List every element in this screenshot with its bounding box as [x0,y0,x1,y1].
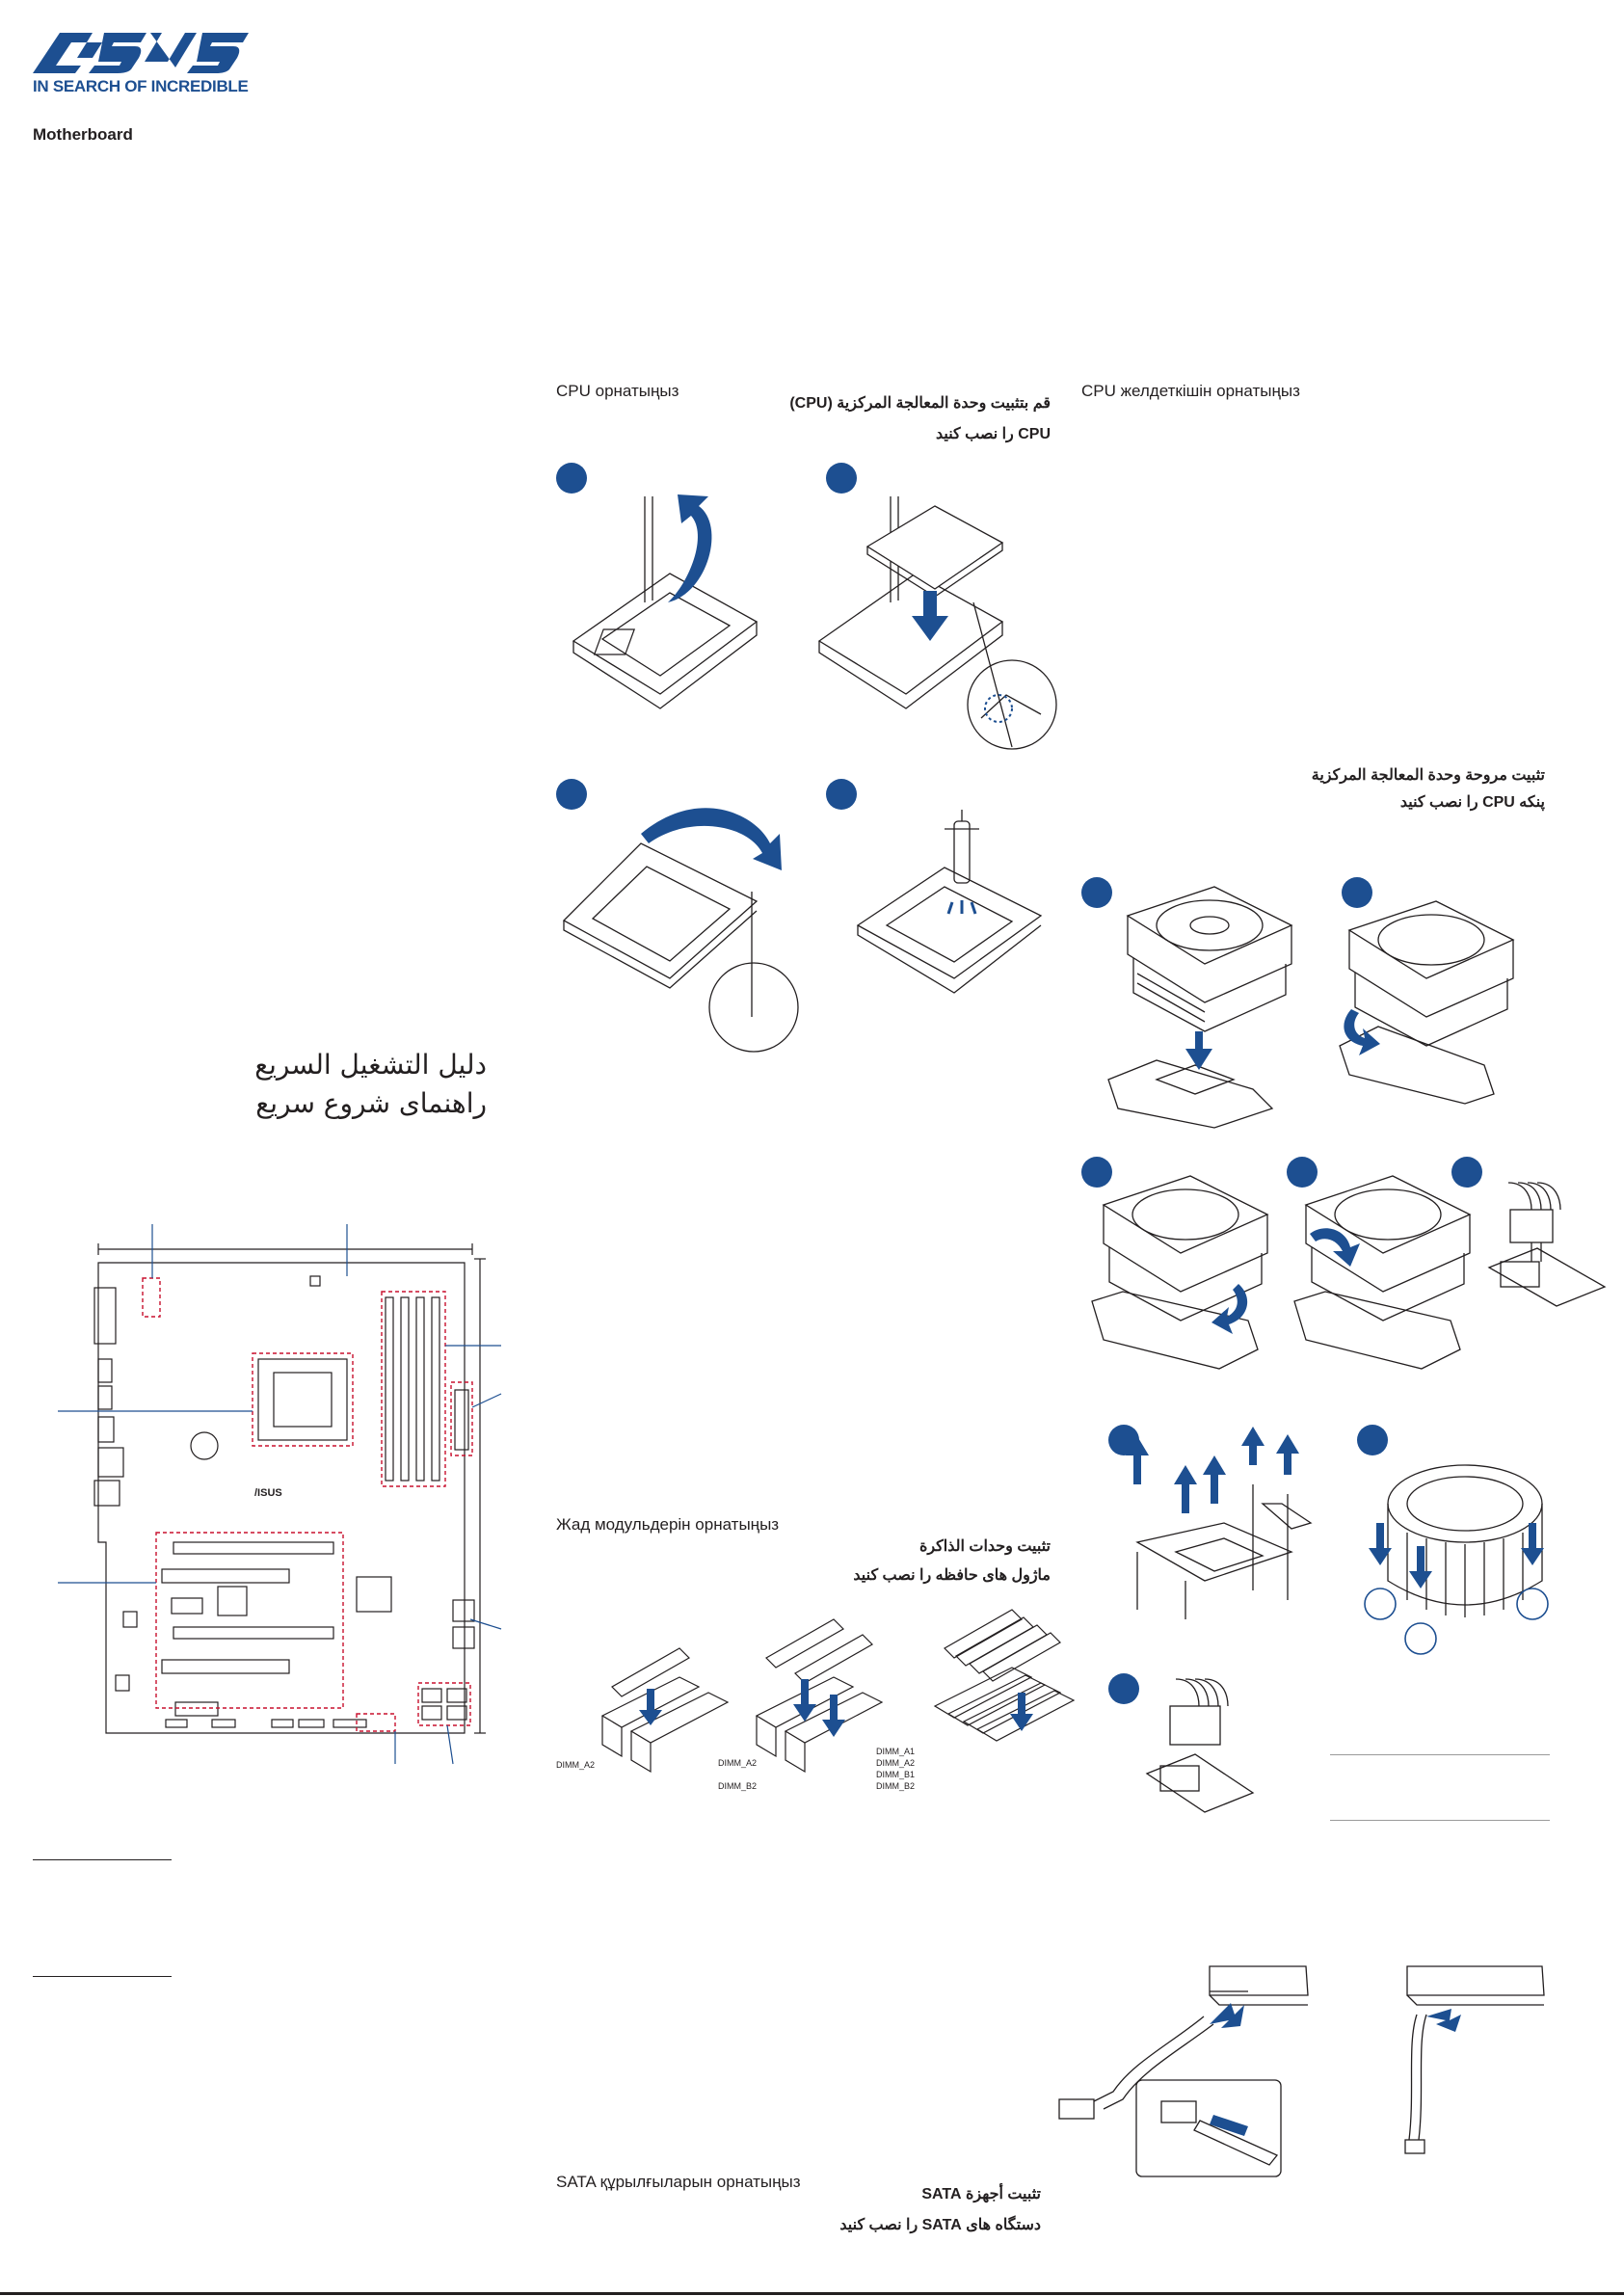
rule-right-2 [1330,1820,1550,1821]
cooler-heading-kazakh: CPU желдеткішін орнатыңыз [1081,382,1300,400]
cpu-heading-kazakh: CPU орнатыңыз [556,382,679,400]
step-circle-icon [1108,1673,1139,1704]
title-persian: راهنمای شروع سریع [255,1087,487,1119]
sata-heading-kazakh: SATA құрылғыларын орнатыңыз [556,2173,801,2191]
sata-cable-icon [1058,1965,1309,2177]
dimm-label: DIMM_B1 [876,1770,916,1779]
asus-logo: IN SEARCH OF INCREDIBLE [33,29,254,101]
dimm-label: DIMM_B2 [876,1781,916,1791]
memory-heading-persian: ماژول های حافظه را نصب كنيد [853,1567,1051,1584]
cpu-cooler-icon [1293,1175,1472,1370]
cpu-fan-connector-icon [1145,1678,1255,1813]
title-arabic: دليل التشغيل السريع [254,1049,487,1081]
cpu-heading-persian: CPU را نصب كنيد [936,426,1051,442]
cpu-socket-icon [856,810,1043,994]
step-circle-icon [1287,1157,1318,1188]
step-circle-icon [556,779,587,810]
step-circle-icon [1342,877,1372,908]
sata-cable-icon [1404,1965,1545,2154]
step-circle-icon [826,463,857,494]
step-circle-icon [1081,877,1112,908]
sata-heading-persian: دستگاه های SATA را نصب كنيد [839,2217,1041,2233]
cpu-heading-arabic: قم بتثبيت وحدة المعالجة المركزية (CPU) [789,395,1051,412]
step-circle-icon [1081,1157,1112,1188]
cooler-heading-arabic: تثبيت مروحة وحدة المعالجة المركزية [1311,767,1545,784]
cpu-cooler-icon [1107,886,1293,1129]
dimm-label: DIMM_B2 [718,1781,758,1791]
dimm-module-icon [933,1609,1076,1742]
sata-heading-arabic: تثبيت أجهزة SATA [921,2186,1041,2203]
dimm-label: DIMM_A2 [556,1760,596,1770]
memory-heading-kazakh: Жад модульдерін орнатыңыз [556,1515,780,1534]
cooler-heading-persian: پنکه CPU را نصب كنيد [1399,794,1545,811]
cpu-cooler-icon [1126,1427,1313,1619]
brand-tagline: IN SEARCH OF INCREDIBLE [33,77,249,95]
motherboard-layout-icon: /ISUS [58,1224,502,1765]
dimm-label: DIMM_A2 [718,1758,758,1768]
bottom-rule [0,2292,1624,2295]
rule-left-1 [33,1859,172,1860]
step-circle-icon [1451,1157,1482,1188]
cpu-fan-connector-icon [1487,1182,1607,1307]
product-label: Motherboard [33,125,133,144]
step-circle-icon [826,779,857,810]
cpu-cooler-icon [1339,900,1515,1105]
step-circle-icon [1357,1425,1388,1455]
svg-text:/ISUS: /ISUS [254,1487,282,1499]
cpu-socket-icon [572,494,759,709]
dimm-module-icon [600,1647,730,1774]
cpu-socket-icon [817,496,1057,750]
rule-right-1 [1330,1754,1550,1755]
cpu-cooler-icon [1364,1464,1549,1655]
dimm-module-icon [755,1618,884,1774]
cpu-socket-icon [562,808,799,1053]
rule-left-2 [33,1976,172,1977]
cpu-cooler-icon [1091,1175,1269,1370]
memory-heading-arabic: تثبيت وحدات الذاكرة [918,1538,1051,1555]
asus-logo-icon [33,33,249,73]
step-circle-icon [556,463,587,494]
dimm-label: DIMM_A1 [876,1747,916,1756]
dimm-label: DIMM_A2 [876,1758,916,1768]
